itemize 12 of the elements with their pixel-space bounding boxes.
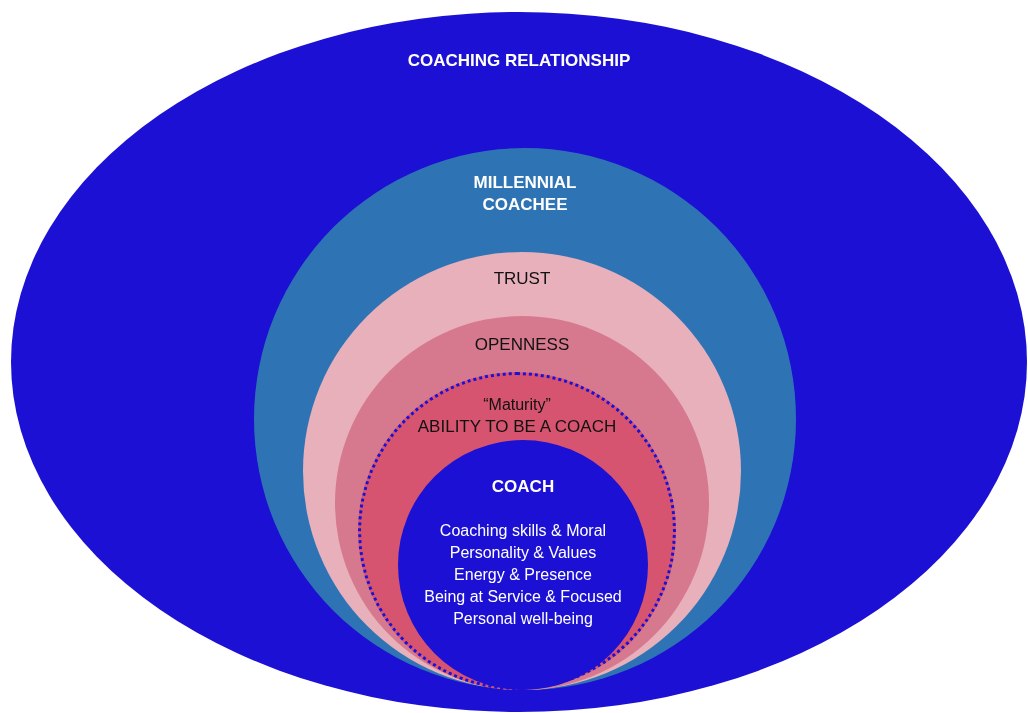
layer-title: “Maturity” [482, 395, 552, 415]
trait-text: Coaching skills & Moral [438, 521, 608, 541]
trait-text: Being at Service & Focused [423, 587, 623, 607]
trait-text: Personal well-being [452, 609, 594, 629]
layer-title: COACH [490, 476, 556, 498]
trait-text: Energy & Presence [453, 565, 593, 585]
layer-title: TRUST [492, 268, 552, 290]
trait-text: Personality & Values [448, 543, 598, 563]
layer-title: OPENNESS [473, 334, 571, 356]
trait-text: ABILITY TO BE A COACH [416, 416, 618, 438]
layer-title: MILLENNIAL COACHEE [472, 172, 578, 216]
layer-title: COACHING RELATIONSHIP [406, 50, 632, 72]
